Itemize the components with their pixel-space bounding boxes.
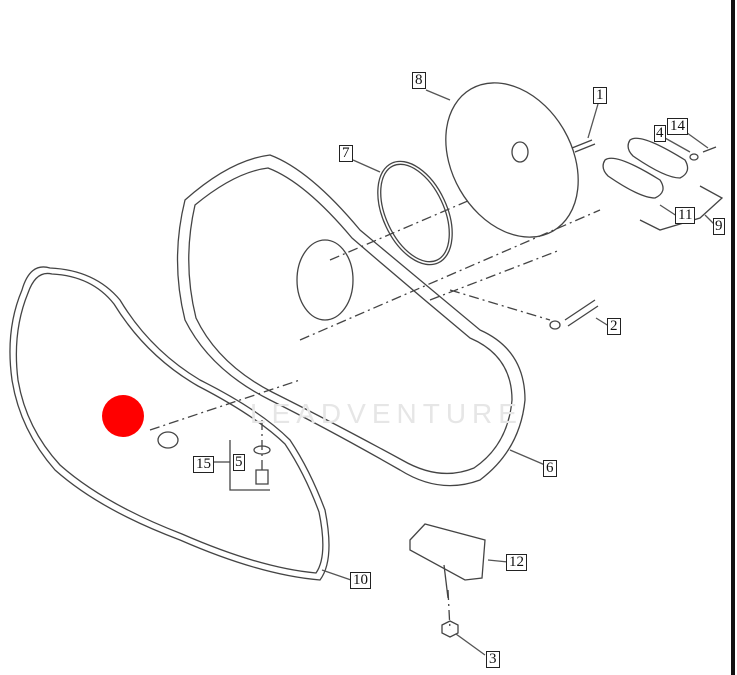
callout-7[interactable]: 7 bbox=[339, 145, 353, 162]
callout-5[interactable]: 5 bbox=[233, 454, 245, 471]
callout-12[interactable]: 12 bbox=[506, 554, 527, 571]
callout-6[interactable]: 6 bbox=[543, 460, 557, 477]
callout-11[interactable]: 11 bbox=[675, 207, 696, 224]
callout-10[interactable]: 10 bbox=[350, 572, 371, 589]
callout-3[interactable]: 3 bbox=[486, 651, 500, 668]
callout-2[interactable]: 2 bbox=[607, 318, 621, 335]
callout-1[interactable]: 1 bbox=[593, 87, 607, 104]
red-marker-dot bbox=[102, 395, 144, 437]
primary-cover bbox=[176, 154, 526, 487]
callout-4[interactable]: 4 bbox=[654, 125, 666, 142]
inspection-cover bbox=[445, 82, 579, 238]
watermark: LEADVENTURE bbox=[250, 398, 523, 429]
callout-9[interactable]: 9 bbox=[713, 218, 725, 235]
callout-15[interactable]: 15 bbox=[193, 456, 214, 473]
callout-14[interactable]: 14 bbox=[667, 118, 688, 135]
gasket bbox=[9, 266, 330, 581]
right-border bbox=[731, 0, 735, 675]
callout-8[interactable]: 8 bbox=[412, 72, 426, 89]
